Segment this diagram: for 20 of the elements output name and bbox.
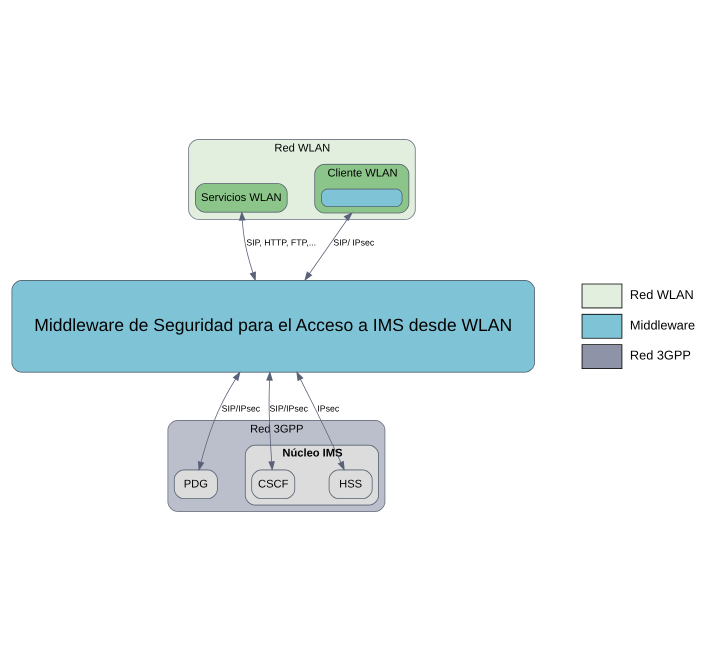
edge-label: SIP/ IPsec <box>333 237 374 248</box>
node-box: HSS <box>328 469 373 499</box>
arrow <box>238 210 256 282</box>
edge-label: IPsec <box>317 403 340 414</box>
node-bar <box>321 188 402 206</box>
node-box: CSCF <box>251 469 296 499</box>
legend-label: Middleware <box>630 316 696 332</box>
node-box: Middleware de Seguridad para el Acceso a IMS desde WLAN <box>12 280 535 372</box>
arrow <box>296 370 345 470</box>
legend-label: Red WLAN <box>630 286 694 302</box>
arrow <box>266 370 275 470</box>
edge-label: SIP, HTTP, FTP,... <box>246 237 316 248</box>
arrow <box>304 212 353 281</box>
cluster: Cliente WLAN <box>314 163 410 213</box>
edge-label: SIP/IPsec <box>270 403 308 414</box>
edge-label: SIP/IPsec <box>222 403 260 414</box>
node-box: PDG <box>174 469 218 499</box>
legend-label: Red 3GPP <box>630 347 691 362</box>
arrow <box>198 370 241 471</box>
node-box: Servicios WLAN <box>195 182 288 212</box>
